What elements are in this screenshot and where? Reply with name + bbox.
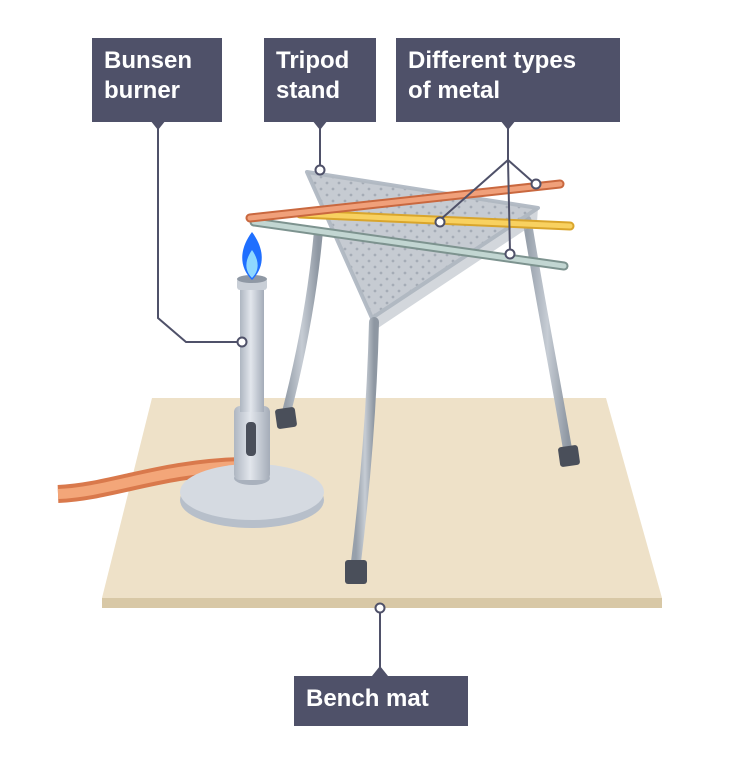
label-tripod-stand: Tripod stand xyxy=(264,38,376,122)
label-bunsen-burner-line2: burner xyxy=(104,77,181,104)
label-different-metals-line2: of metal xyxy=(408,77,501,104)
label-tripod-stand-line2: stand xyxy=(276,77,341,104)
label-tripod-stand-line1: Tripod xyxy=(276,47,350,74)
label-bench-mat: Bench mat xyxy=(294,676,468,726)
leader-lines xyxy=(157,122,535,672)
label-bunsen-burner-line1: Bunsen xyxy=(104,47,193,74)
flame-icon xyxy=(242,232,262,280)
bunsen-burner-icon xyxy=(180,275,324,528)
label-different-metals: Different types of metal xyxy=(396,38,620,122)
label-bench-mat-text: Bench mat xyxy=(306,685,429,712)
label-different-metals-line1: Different types xyxy=(408,47,577,74)
gas-hose-icon xyxy=(57,457,243,503)
label-bunsen-burner: Bunsen burner xyxy=(92,38,222,122)
anchor-dots xyxy=(236,164,542,614)
label-pointers xyxy=(150,120,516,676)
